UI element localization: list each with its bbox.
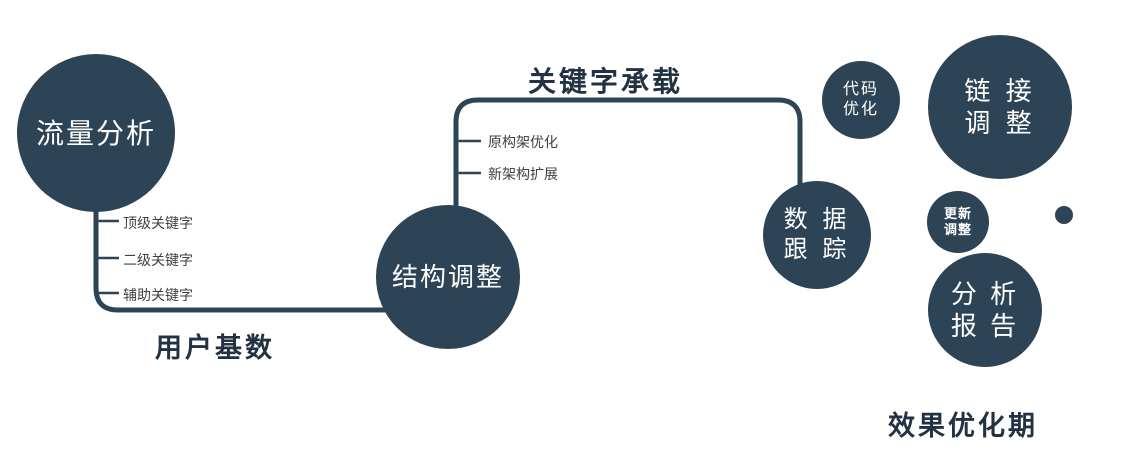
node-traffic-analysis: 流量分析 bbox=[17, 54, 175, 212]
node-label-line1: 代码 bbox=[842, 81, 879, 98]
node-label-line1: 链 接 bbox=[964, 75, 1036, 106]
node-label: 结构调整 bbox=[391, 261, 504, 292]
node-update-adjustment: 更新 调整 bbox=[927, 191, 989, 253]
branch-label-secondary-keyword: 二级关键字 bbox=[123, 252, 193, 268]
node-code-optimization: 代码 优化 bbox=[822, 61, 900, 139]
node-label-line1: 更新 bbox=[943, 205, 972, 221]
node-structure-adjustment: 结构调整 bbox=[376, 205, 520, 349]
node-label-line2: 调整 bbox=[943, 222, 972, 237]
node-link-adjustment: 链 接 调 整 bbox=[928, 35, 1072, 179]
label-effect-optimization-phase: 效果优化期 bbox=[888, 411, 1038, 441]
node-label-line2: 优化 bbox=[842, 101, 879, 118]
node-label-line2: 报 告 bbox=[950, 311, 1020, 341]
branch-label-original-architecture: 原构架优化 bbox=[488, 134, 558, 150]
node-label-line1: 数 据 bbox=[783, 206, 851, 233]
connector-traffic-to-structure bbox=[93, 185, 405, 313]
node-bullet-dot bbox=[1055, 206, 1073, 224]
connector-structure-to-tracking bbox=[453, 97, 803, 220]
label-user-base: 用户基数 bbox=[155, 333, 275, 363]
branch-label-new-architecture: 新架构扩展 bbox=[488, 166, 558, 182]
node-label-line2: 跟 踪 bbox=[783, 236, 851, 263]
branch-label-top-keyword: 顶级关键字 bbox=[123, 215, 193, 231]
node-label-line1: 分 析 bbox=[950, 278, 1020, 309]
label-keyword-bearing: 关键字承载 bbox=[528, 66, 684, 97]
node-data-tracking: 数 据 跟 踪 bbox=[763, 181, 871, 289]
node-label-line2: 调 整 bbox=[964, 108, 1036, 138]
node-label: 流量分析 bbox=[35, 117, 156, 149]
branch-label-auxiliary-keyword: 辅助关键字 bbox=[123, 287, 193, 303]
node-analysis-report: 分 析 报 告 bbox=[928, 253, 1042, 367]
